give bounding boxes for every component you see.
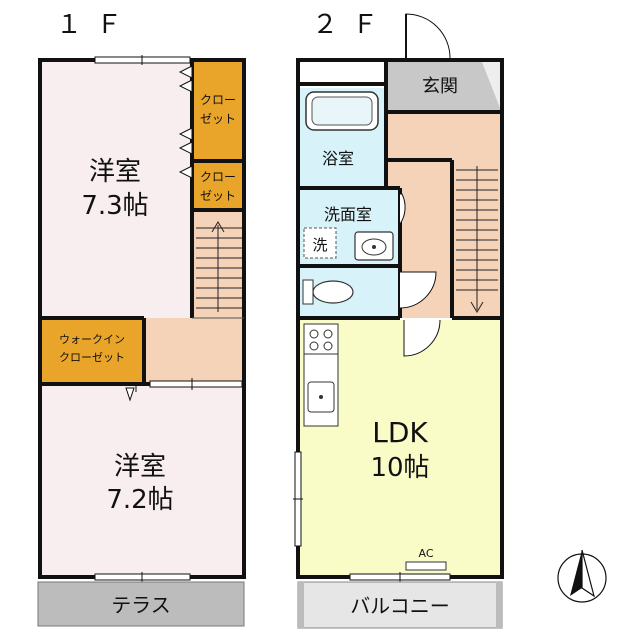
ac-label: AC: [418, 547, 433, 560]
ac-unit: [405, 561, 447, 571]
room-lower-size: 7.2帖: [106, 485, 173, 515]
washroom-label: 洗面室: [324, 205, 372, 224]
closet-2[interactable]: [194, 163, 242, 209]
stair-2f-fill: [452, 160, 500, 318]
room-upper-size: 7.3帖: [81, 191, 148, 221]
floor-1-label: １Ｆ: [56, 10, 137, 40]
kitchen-sink-icon: [303, 353, 339, 427]
door-icon[interactable]: [125, 65, 193, 402]
walkin-line2: クローゼット: [59, 351, 125, 364]
walkin-line1: ウォークイン: [59, 333, 125, 346]
room-lower-name: 洋室: [114, 452, 166, 482]
closet-1-line2: ゼット: [200, 112, 236, 126]
terrace[interactable]: [37, 581, 245, 627]
hall-2f-upper: [388, 112, 500, 160]
room-upper-fill: [40, 60, 192, 318]
walkin-closet[interactable]: [42, 320, 142, 382]
washer-space: [303, 227, 337, 259]
closet-1[interactable]: [194, 62, 242, 159]
closet-2-line1: クロー: [200, 170, 236, 184]
entrance[interactable]: [388, 60, 500, 112]
terrace-label: テラス: [111, 593, 171, 617]
room-lower-fill: [40, 384, 244, 577]
stairs-icon: [456, 166, 498, 313]
window-1f-lower-room-top: [149, 378, 243, 390]
floor-2-label: ２Ｆ: [312, 10, 393, 40]
stairs-icon: [196, 221, 242, 312]
balcony[interactable]: [297, 581, 503, 629]
toilet-icon: [302, 279, 354, 305]
closet-2-line2: ゼット: [200, 189, 236, 203]
window-1f-bottom: [94, 572, 191, 582]
entrance-label: 玄関: [422, 76, 458, 97]
sink-icon: [354, 231, 394, 261]
door-icon[interactable]: [405, 13, 451, 59]
first-floor: 洋室 7.3帖 洋室 7.2帖 クロー ゼット クロー ゼット ウォークイン ク…: [37, 55, 246, 627]
door-icon[interactable]: [399, 193, 406, 225]
stove-icon: [303, 323, 339, 355]
ldk-size: 10帖: [370, 453, 429, 483]
balcony-label: バルコニー: [350, 594, 450, 618]
window-2f-bottom: [349, 572, 451, 582]
door-icon[interactable]: [403, 319, 441, 357]
ldk-name: LDK: [372, 416, 428, 449]
door-icon[interactable]: [399, 271, 437, 309]
window-2f-left: [293, 451, 303, 547]
north-arrow-icon: [557, 549, 607, 603]
window-1f-top: [94, 55, 191, 65]
hall-1f-fill: [144, 318, 244, 384]
washer-label: 洗: [312, 236, 327, 254]
room-upper-name: 洋室: [89, 157, 141, 187]
closet-1-line1: クロー: [200, 93, 236, 107]
bathroom-label: 浴室: [322, 149, 354, 168]
second-floor: 玄関 浴室 洗面室 洗 LDK 10帖 AC バルコニー: [293, 13, 504, 629]
bathtub-icon: [305, 91, 379, 131]
